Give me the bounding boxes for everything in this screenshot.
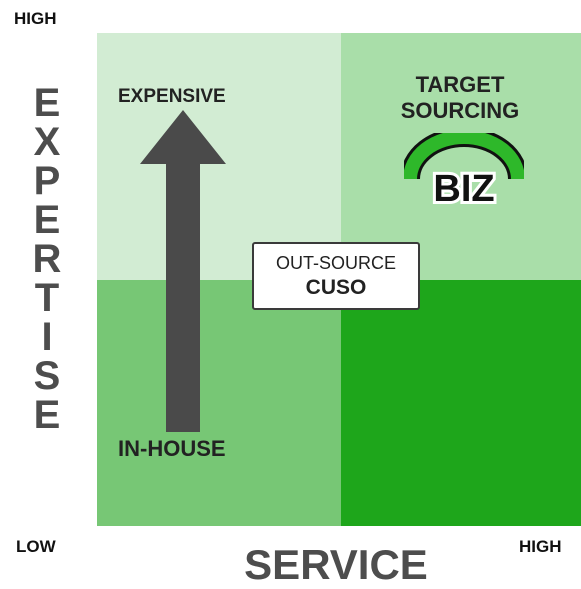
biz-logo-icon: BIZ: [404, 133, 524, 209]
y-axis-letter: E: [33, 198, 61, 242]
logo-arc: [404, 133, 524, 180]
x-axis-high-label: HIGH: [519, 537, 562, 556]
out-source-box: OUT-SOURCE CUSO: [252, 242, 420, 310]
y-axis-letter: S: [33, 354, 61, 398]
y-axis-letter: P: [33, 159, 61, 203]
y-axis-letter: X: [33, 120, 61, 164]
y-axis-letter: I: [41, 315, 53, 359]
x-axis-title: SERVICE: [244, 541, 428, 588]
expensive-label: EXPENSIVE: [118, 86, 226, 107]
target-line: TARGET: [415, 72, 505, 97]
quadrant-bottom-right: [341, 280, 581, 526]
sourcing-line: SOURCING: [400, 98, 520, 123]
up-arrow-icon: [140, 110, 226, 432]
cuso-label: CUSO: [305, 275, 367, 299]
quadrant-bottom-left: [97, 280, 341, 526]
y-axis-letter: E: [33, 81, 61, 125]
out-source-label: OUT-SOURCE: [275, 252, 396, 273]
quadrant-top-right: [341, 33, 581, 280]
y-axis-high-label: HIGH: [14, 9, 57, 28]
target-sourcing-label: TARGET SOURCING: [370, 72, 550, 124]
arrow-shape: [140, 110, 226, 432]
x-axis-low-label: LOW: [16, 537, 56, 556]
logo-text: BIZ: [433, 168, 494, 209]
y-axis-letter: R: [32, 237, 62, 281]
in-house-label: IN-HOUSE: [118, 436, 226, 461]
y-axis-letter: T: [34, 276, 60, 320]
y-axis-letter: E: [33, 393, 61, 437]
